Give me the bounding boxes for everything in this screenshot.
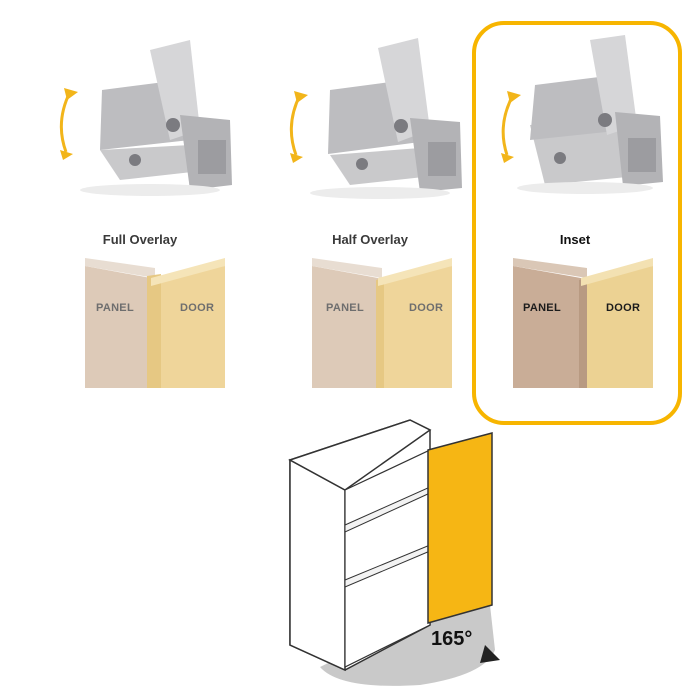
option-full-overlay[interactable]: Full Overlay PANEL DOOR	[40, 0, 240, 430]
option-title: Full Overlay	[102, 232, 178, 247]
cabinet-open-door-illustration	[288, 419, 500, 686]
option-inset[interactable]: Inset PANEL DOOR	[475, 0, 675, 430]
option-half-overlay[interactable]: Half Overlay PANEL DOOR	[270, 0, 470, 430]
opening-angle-label: 165°	[431, 628, 473, 650]
arrow-head-icon	[480, 645, 500, 663]
cabinet-door	[427, 432, 493, 624]
panel-door-half-overlay	[312, 258, 452, 388]
door-label: DOOR	[409, 302, 444, 314]
selected-option-frame	[472, 21, 682, 425]
hinge-inset-image	[501, 35, 663, 194]
hinge-half-overlay-image	[289, 38, 462, 199]
panel-door-full-overlay	[85, 258, 225, 388]
panel-label: PANEL	[326, 302, 364, 314]
option-title: Inset	[559, 232, 591, 247]
option-title: Half Overlay	[332, 232, 408, 247]
opening-arc	[320, 605, 495, 686]
panel-label: PANEL	[96, 302, 134, 314]
rotation-arrow-icon	[501, 94, 515, 156]
panel-label: PANEL	[523, 302, 561, 314]
panel-door-inset	[513, 258, 653, 388]
rotation-arrow-icon	[59, 91, 72, 153]
rotation-arrow-icon	[289, 94, 302, 156]
door-label: DOOR	[606, 302, 641, 314]
hinge-full-overlay-image	[59, 40, 232, 196]
door-label: DOOR	[180, 302, 215, 314]
